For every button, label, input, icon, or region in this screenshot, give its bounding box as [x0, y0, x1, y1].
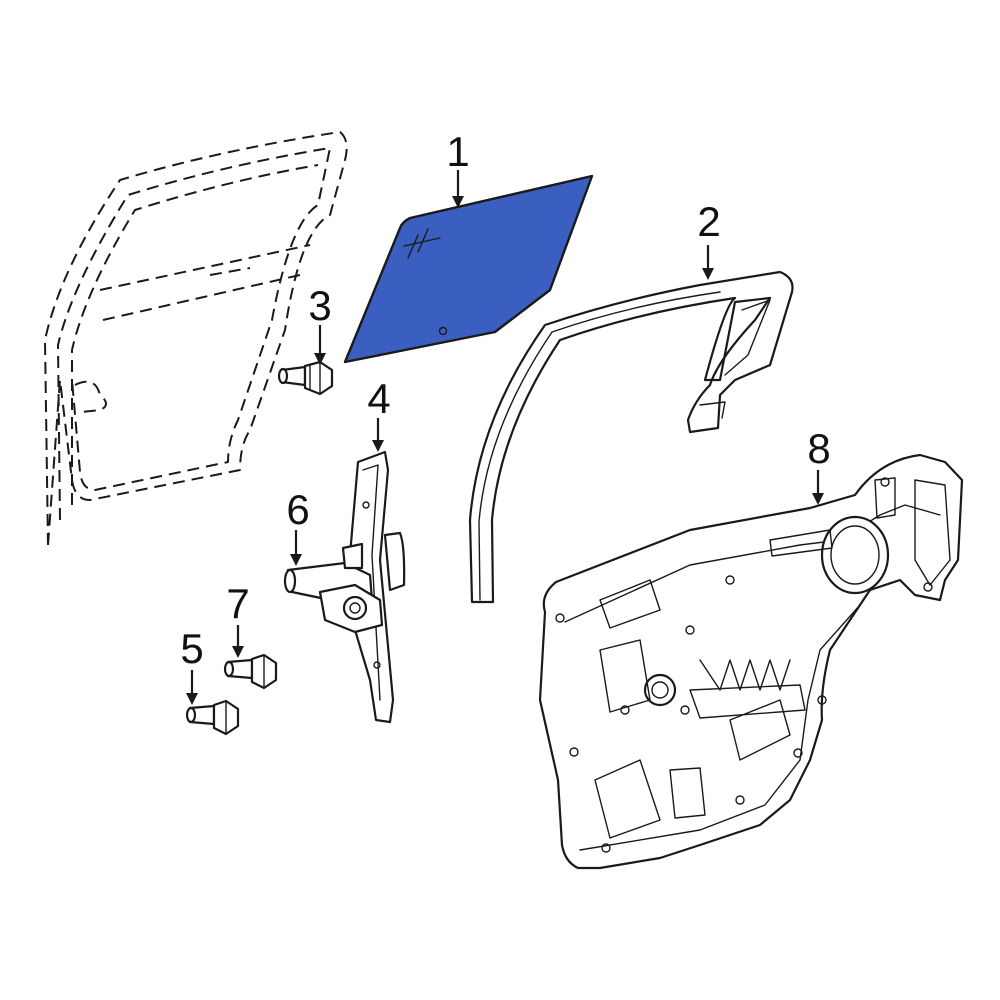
callout-1: 1	[446, 128, 469, 175]
callout-7: 7	[226, 580, 249, 627]
leader-arrow-1	[452, 170, 464, 208]
callout-2: 2	[697, 198, 720, 245]
glass-run-channel-part-2[interactable]	[468, 270, 794, 604]
bolt-part-7[interactable]	[223, 653, 278, 690]
callout-6: 6	[286, 486, 309, 533]
leader-arrow-7	[232, 625, 244, 658]
leader-arrow-5	[186, 670, 198, 705]
callout-4: 4	[367, 375, 390, 422]
callout-5: 5	[180, 625, 203, 672]
window-motor-part-6[interactable]	[283, 542, 384, 634]
leader-arrow-2	[702, 245, 714, 280]
leader-arrows	[186, 170, 824, 705]
leader-arrow-6	[290, 530, 302, 566]
callout-3: 3	[308, 282, 331, 329]
bolt-part-5[interactable]	[185, 699, 240, 736]
bolt-part-3[interactable]	[277, 360, 334, 396]
door-module-panel-part-8[interactable]	[538, 453, 964, 870]
leader-arrow-4	[372, 418, 384, 452]
door-glass-part-1[interactable]	[343, 174, 594, 364]
callout-8: 8	[807, 425, 830, 472]
leader-arrow-3	[314, 325, 326, 365]
leader-arrow-8	[812, 470, 824, 505]
door-shell-outline	[44, 131, 348, 546]
